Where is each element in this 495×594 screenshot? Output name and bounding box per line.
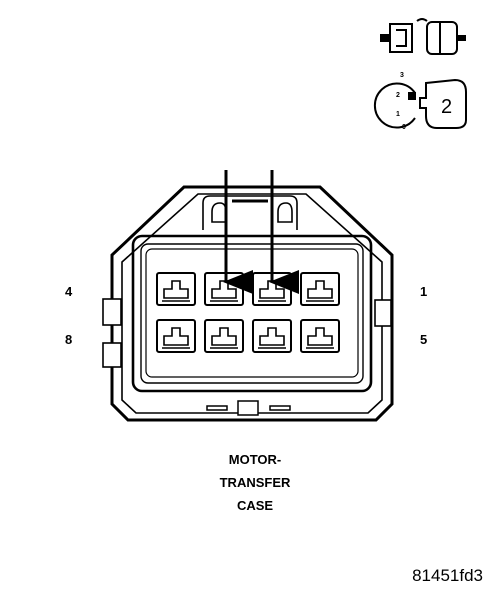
pin-cavity — [252, 319, 292, 353]
key-position-icon — [373, 78, 467, 129]
connector-caption-line: MOTOR- — [228, 452, 282, 467]
pin-cavity — [300, 319, 340, 353]
pin-label-1: 1 — [420, 284, 428, 299]
pin-label-4: 4 — [65, 284, 73, 299]
key-selected-number: 2 — [441, 96, 453, 118]
key-position-label: 3 — [400, 72, 404, 79]
pin-arrows — [223, 170, 299, 294]
pin-label-8: 8 — [65, 332, 73, 347]
connector-caption-line: CASE — [236, 498, 274, 513]
keying-marks — [206, 400, 291, 416]
pin-cavity — [156, 319, 196, 353]
latch — [202, 195, 298, 230]
pin-label-5: 5 — [420, 332, 428, 347]
side-tabs — [102, 298, 392, 368]
connector-caption-line: TRANSFER — [219, 475, 291, 490]
pin-cavity — [300, 272, 340, 306]
connector-body — [110, 185, 394, 422]
key-position-label: 1 — [396, 111, 400, 118]
pin-cavity — [156, 272, 196, 306]
figure-id: 81451fd3 — [412, 566, 483, 585]
key-position-label: 0 — [402, 124, 406, 131]
connector-type-icon — [380, 18, 466, 55]
pin-cavity — [204, 272, 244, 306]
key-position-label: 2 — [396, 92, 400, 99]
pin-cavity — [204, 319, 244, 353]
